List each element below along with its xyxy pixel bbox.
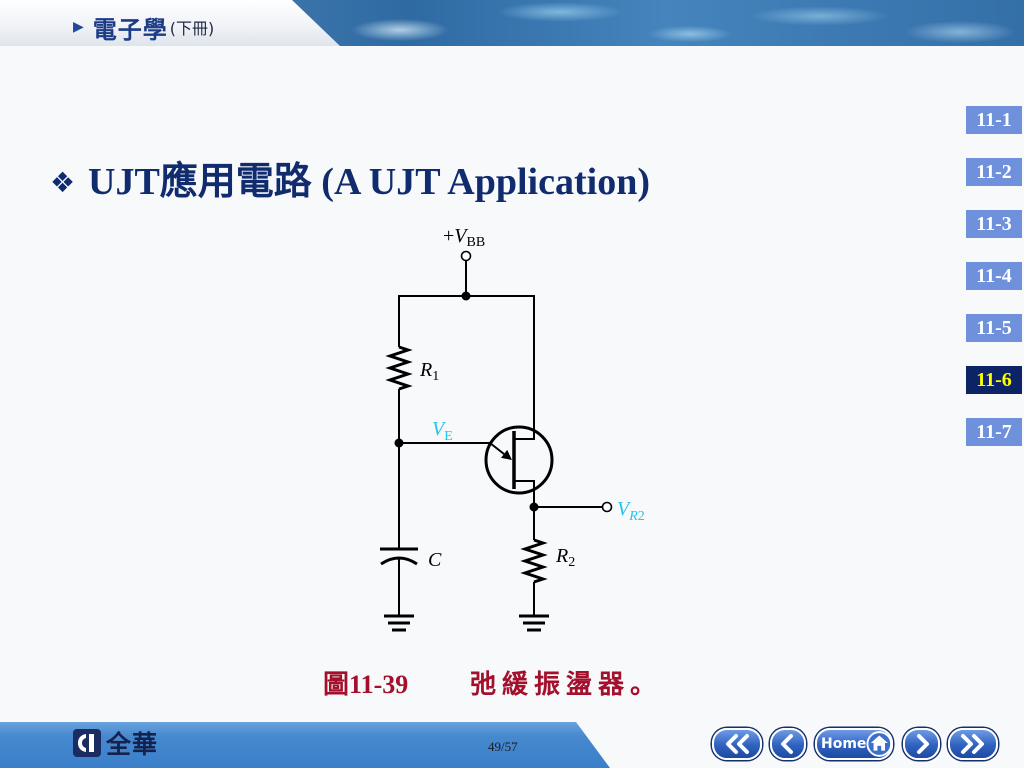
vbb-terminal [460, 250, 472, 262]
r1-label: R1 [419, 359, 439, 384]
vr2-label-subscript-index: 2 [638, 509, 645, 524]
previous-slide-button[interactable] [770, 728, 806, 760]
section-nav-11-3[interactable]: 11-3 [966, 210, 1022, 238]
r2-label: R2 [555, 545, 575, 570]
next-slide-button[interactable] [903, 728, 940, 760]
c-label-symbol: C [428, 549, 442, 571]
page-indicator: 49/57 [488, 739, 518, 754]
logo-square [73, 729, 101, 757]
book-header: ▶ 電子學 (下冊) [73, 12, 215, 44]
section-nav-11-2[interactable]: 11-2 [966, 158, 1022, 186]
diamond-bullet-icon: ❖ [50, 166, 76, 199]
vbb-label-subscript: BB [467, 235, 486, 250]
first-slide-button[interactable] [712, 728, 762, 760]
wire-base1 [515, 480, 535, 540]
ground-symbol-right [519, 614, 549, 632]
ujt-emitter-arrow-icon [501, 449, 512, 460]
ve-label-subscript: E [444, 429, 453, 444]
ujt-relaxation-oscillator-circuit: +VBB R1 VE VR2 R2 C [380, 225, 645, 632]
last-slide-button[interactable] [948, 728, 998, 760]
section-nav-11-7[interactable]: 11-7 [966, 418, 1022, 446]
vbb-label-symbol: V [454, 225, 469, 247]
vbb-label: +VBB [443, 225, 485, 250]
vr2-label: VR2 [617, 498, 645, 524]
r2-label-subscript: 2 [568, 555, 575, 570]
resistor-r1 [385, 345, 413, 391]
ve-label: VE [432, 418, 453, 444]
publisher-logo: 全華 [72, 727, 158, 759]
header-banner-image [292, 0, 1024, 46]
wire-base2 [515, 296, 535, 440]
publisher-name: 全華 [106, 730, 159, 759]
house-icon [866, 731, 893, 757]
resistor-r2 [520, 538, 548, 584]
r2-label-symbol: R [555, 545, 568, 567]
vbb-label-prefix: + [443, 225, 454, 247]
r1-label-symbol: R [419, 359, 432, 381]
junction-dot-top [461, 291, 471, 301]
ujt-symbol-circle [484, 425, 554, 495]
logo-bar [89, 734, 94, 752]
chevron-right-icon [916, 734, 929, 754]
vr2-label-symbol: V [617, 498, 632, 520]
footer-band [0, 722, 610, 768]
section-nav-11-5[interactable]: 11-5 [966, 314, 1022, 342]
book-volume: (下冊) [169, 19, 215, 38]
play-arrow-icon: ▶ [73, 19, 84, 35]
chevron-left-icon [781, 734, 793, 754]
r1-label-subscript: 1 [432, 369, 439, 384]
ground-symbol-left [384, 614, 414, 632]
c-label: C [428, 549, 442, 571]
ujt-emitter-lead [489, 442, 505, 455]
figure-number: 圖11-39 [323, 670, 409, 699]
vr2-label-subscript-symbol: R [628, 509, 638, 524]
section-nav-11-4[interactable]: 11-4 [966, 262, 1022, 290]
publisher-logo-icon [73, 729, 101, 757]
section-nav-11-6[interactable]: 11-6 [966, 366, 1022, 394]
double-chevron-right-icon [961, 734, 984, 754]
figure-title: 弛緩振盪器。 [470, 670, 663, 699]
logo-bracket [78, 734, 86, 752]
home-button[interactable]: Home [815, 728, 893, 760]
double-chevron-left-icon [726, 734, 749, 754]
output-terminal [601, 501, 613, 513]
ve-label-symbol: V [432, 418, 447, 440]
slide-title: UJT應用電路 (A UJT Application) [88, 161, 650, 203]
home-button-label: Home [821, 736, 867, 752]
section-nav-11-1[interactable]: 11-1 [966, 106, 1022, 134]
book-title: 電子學 [92, 15, 168, 44]
